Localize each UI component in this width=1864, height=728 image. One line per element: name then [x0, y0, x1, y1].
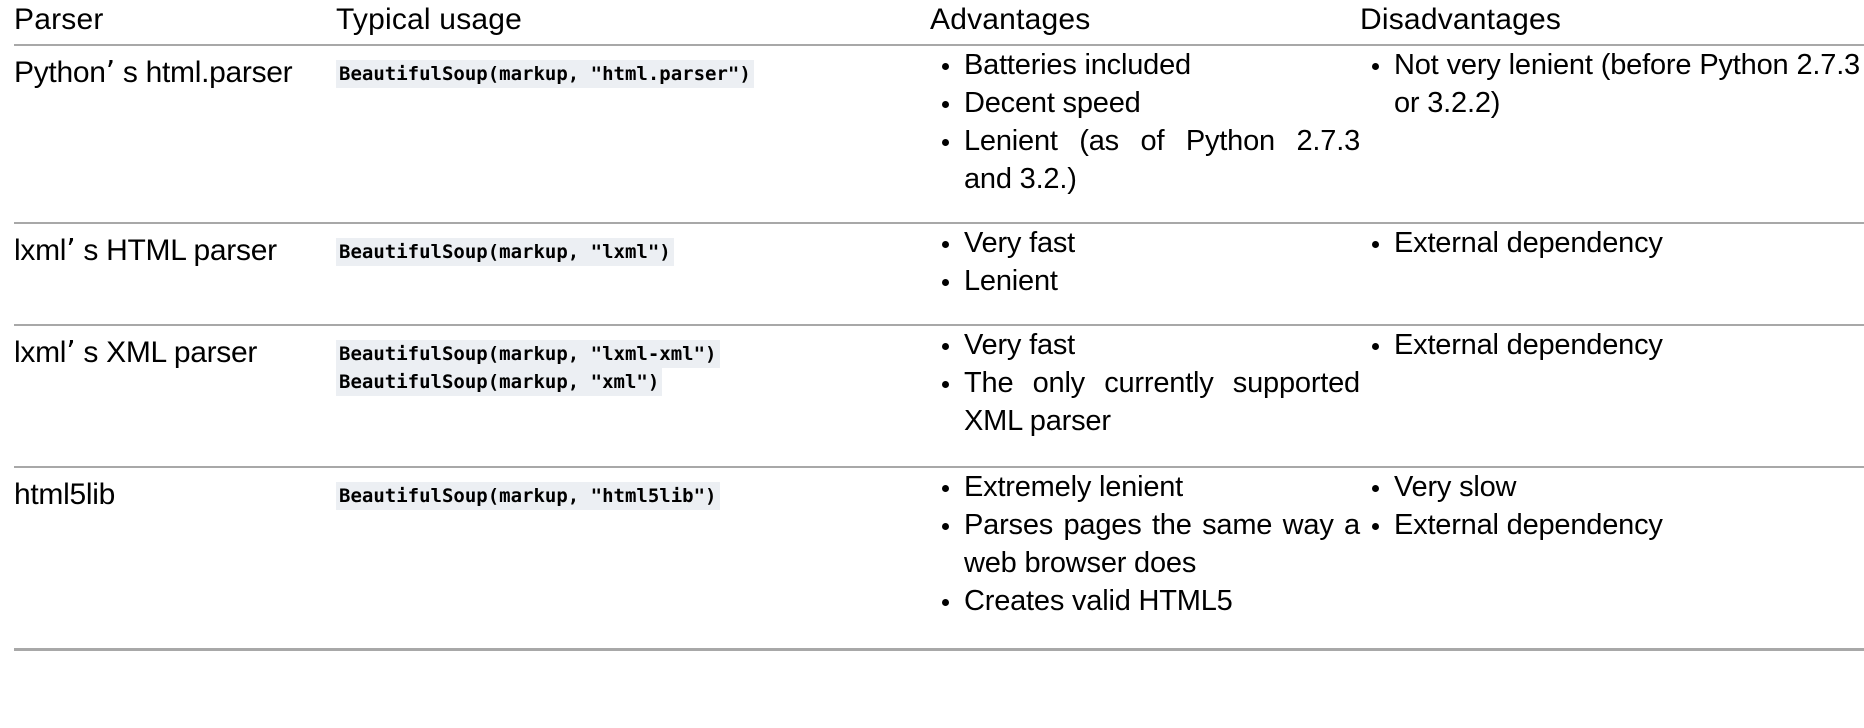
table-header-row: Parser Typical usage Advantages Disadvan… [14, 0, 1864, 44]
parser-name-suffix: s XML parser [75, 336, 258, 369]
table-row: html5lib BeautifulSoup(markup, "html5lib… [14, 468, 1864, 648]
cell-disadvantages: Not very lenient (before Python 2.7.3 or… [1360, 46, 1860, 122]
advantages-list: Batteries included Decent speed Lenient … [930, 46, 1360, 198]
list-item: External dependency [1372, 506, 1860, 544]
parser-name-suffix: s html.parser [114, 56, 293, 89]
column-header-disadvantages: Disadvantages [1360, 3, 1562, 36]
code-snippet: BeautifulSoup(markup, "xml") [336, 368, 663, 396]
list-item: Lenient [942, 262, 1360, 300]
column-header-advantages: Advantages [930, 3, 1091, 36]
disadvantages-list: External dependency [1360, 224, 1860, 262]
list-item: Not very lenient (before Python 2.7.3 or… [1372, 46, 1860, 122]
parser-name-apostrophe: ’ [105, 55, 116, 90]
cell-advantages: Extremely lenient Parses pages the same … [930, 468, 1360, 620]
cell-typical-usage: BeautifulSoup(markup, "html5lib") [326, 468, 930, 510]
parser-name-apostrophe: ’ [66, 335, 76, 370]
parser-name-prefix: lxml [14, 336, 67, 369]
table-row: lxml’ s XML parser BeautifulSoup(markup,… [14, 326, 1864, 466]
advantages-list: Very fast Lenient [930, 224, 1360, 300]
table-row: lxml’ s HTML parser BeautifulSoup(markup… [14, 224, 1864, 324]
cell-disadvantages: Very slow External dependency [1360, 468, 1860, 544]
list-item: Lenient (as of Python 2.7.3 and 3.2.) [942, 122, 1360, 198]
list-item: Decent speed [942, 84, 1360, 122]
cell-parser-name: lxml’ s HTML parser [14, 224, 326, 270]
parser-name-apostrophe: ’ [66, 233, 76, 268]
table-row: Python’ s html.parser BeautifulSoup(mark… [14, 46, 1864, 222]
column-header-typical-usage: Typical usage [336, 3, 523, 36]
parser-name-prefix: html5lib [14, 478, 115, 511]
code-snippet: BeautifulSoup(markup, "lxml") [336, 238, 674, 266]
cell-typical-usage: BeautifulSoup(markup, "lxml") [326, 224, 930, 266]
column-header-parser: Parser [14, 3, 104, 36]
cell-advantages: Very fast Lenient [930, 224, 1360, 300]
cell-typical-usage: BeautifulSoup(markup, "lxml-xml") Beauti… [326, 326, 930, 396]
cell-typical-usage: BeautifulSoup(markup, "html.parser") [326, 46, 930, 88]
list-item: Very fast [942, 326, 1360, 364]
parser-name-suffix: s HTML parser [75, 234, 277, 267]
list-item: Batteries included [942, 46, 1360, 84]
cell-advantages: Very fast The only currently supported X… [930, 326, 1360, 440]
code-snippet: BeautifulSoup(markup, "html5lib") [336, 482, 720, 510]
parser-name-prefix: Python [14, 56, 106, 89]
list-item: Very slow [1372, 468, 1860, 506]
list-item: External dependency [1372, 224, 1860, 262]
cell-disadvantages: External dependency [1360, 326, 1860, 364]
list-item: Very fast [942, 224, 1360, 262]
table-bottom-border [14, 648, 1864, 651]
row-divider [14, 466, 1864, 468]
cell-parser-name: html5lib [14, 468, 326, 514]
list-item: External dependency [1372, 326, 1860, 364]
cell-disadvantages: External dependency [1360, 224, 1860, 262]
cell-advantages: Batteries included Decent speed Lenient … [930, 46, 1360, 198]
row-divider [14, 324, 1864, 326]
disadvantages-list: External dependency [1360, 326, 1860, 364]
advantages-list: Extremely lenient Parses pages the same … [930, 468, 1360, 620]
list-item: The only currently supported XML parser [942, 364, 1360, 440]
cell-parser-name: Python’ s html.parser [14, 46, 326, 92]
code-snippet: BeautifulSoup(markup, "html.parser") [336, 60, 754, 88]
list-item: Creates valid HTML5 [942, 582, 1360, 620]
disadvantages-list: Not very lenient (before Python 2.7.3 or… [1360, 46, 1860, 122]
advantages-list: Very fast The only currently supported X… [930, 326, 1360, 440]
code-snippet: BeautifulSoup(markup, "lxml-xml") [336, 340, 720, 368]
row-divider [14, 222, 1864, 224]
header-divider [14, 44, 1864, 46]
list-item: Parses pages the same way a web browser … [942, 506, 1360, 582]
disadvantages-list: Very slow External dependency [1360, 468, 1860, 544]
list-item: Extremely lenient [942, 468, 1360, 506]
cell-parser-name: lxml’ s XML parser [14, 326, 326, 372]
parser-name-prefix: lxml [14, 234, 67, 267]
